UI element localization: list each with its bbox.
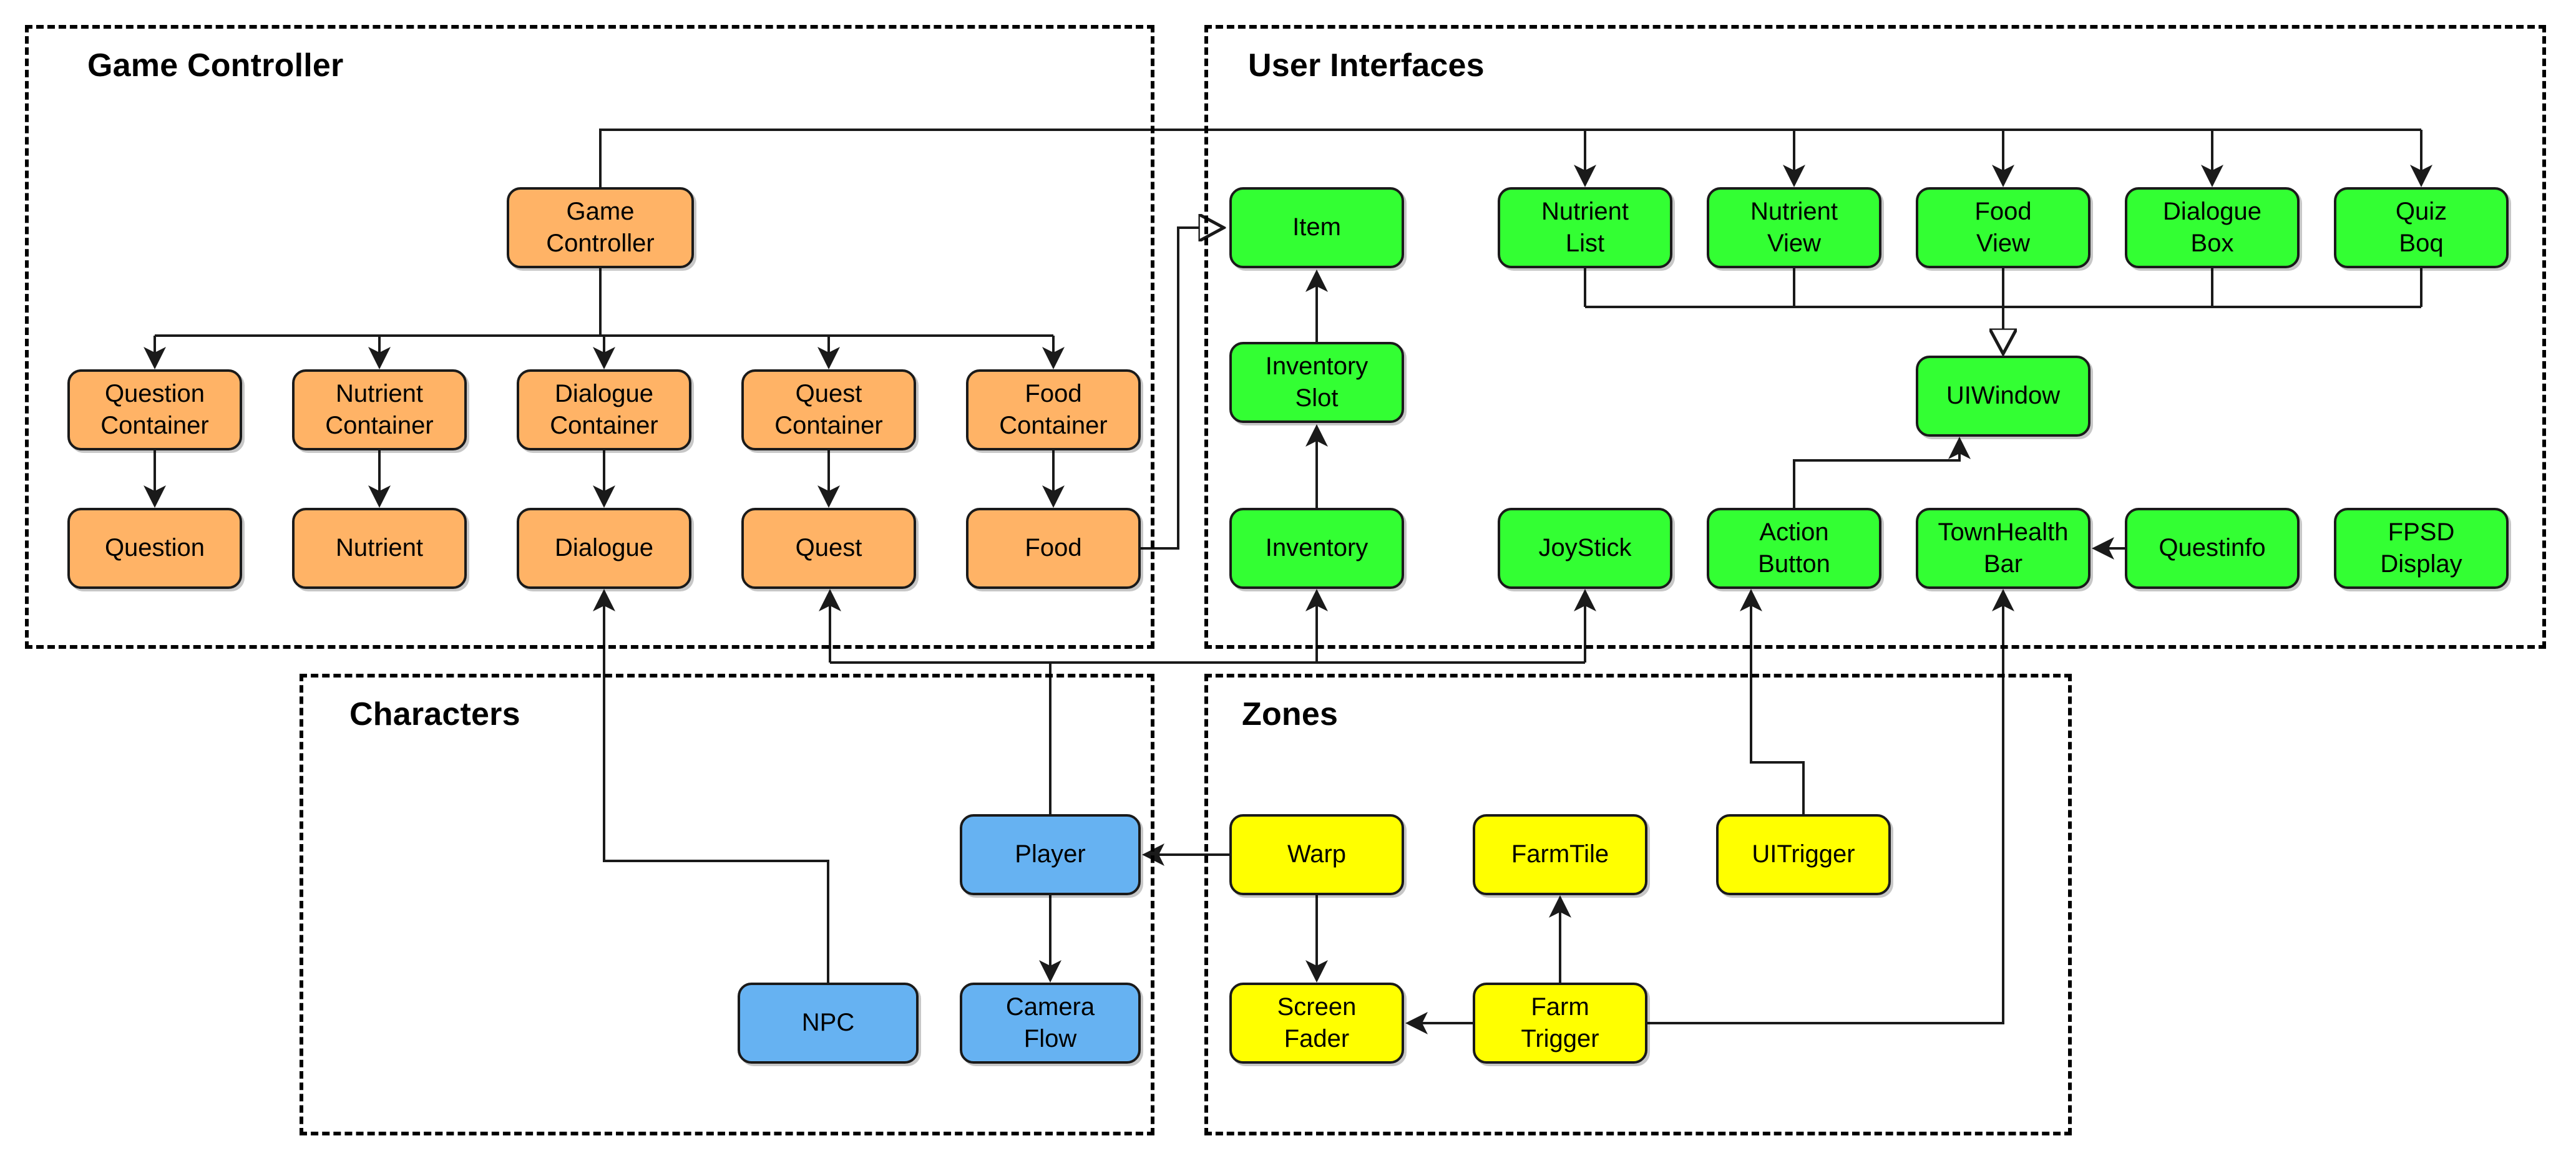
node-ui-trigger[interactable]: UITrigger [1716,814,1891,895]
node-town-health-bar[interactable]: TownHealth Bar [1916,508,2091,589]
group-characters [300,674,1154,1135]
node-food-view[interactable]: Food View [1916,187,2091,268]
node-nutrient-list[interactable]: Nutrient List [1498,187,1672,268]
node-nutrient-container[interactable]: Nutrient Container [292,369,467,450]
node-inventory[interactable]: Inventory [1229,508,1404,589]
node-quest[interactable]: Quest [741,508,916,589]
node-warp[interactable]: Warp [1229,814,1404,895]
node-joystick[interactable]: JoyStick [1498,508,1672,589]
node-food[interactable]: Food [966,508,1141,589]
node-questinfo[interactable]: Questinfo [2125,508,2300,589]
node-question[interactable]: Question [67,508,242,589]
node-dialogue-container[interactable]: Dialogue Container [517,369,691,450]
node-dialogue[interactable]: Dialogue [517,508,691,589]
node-npc[interactable]: NPC [738,983,919,1064]
node-game-controller[interactable]: Game Controller [507,187,694,268]
group-title-zones: Zones [1242,696,1339,732]
node-quiz-boq[interactable]: Quiz Boq [2334,187,2509,268]
group-zones [1204,674,2072,1135]
node-question-container[interactable]: Question Container [67,369,242,450]
node-dialogue-box[interactable]: Dialogue Box [2125,187,2300,268]
node-food-container[interactable]: Food Container [966,369,1141,450]
node-uiwindow[interactable]: UIWindow [1916,356,2091,437]
node-nutrient[interactable]: Nutrient [292,508,467,589]
group-title-characters: Characters [349,696,520,732]
node-camera-flow[interactable]: Camera Flow [960,983,1141,1064]
node-screen-fader[interactable]: Screen Fader [1229,983,1404,1064]
group-title-game-controller: Game Controller [87,47,344,84]
node-farm-trigger[interactable]: Farm Trigger [1473,983,1647,1064]
group-game-controller [25,25,1154,649]
node-action-button[interactable]: Action Button [1707,508,1881,589]
node-fpsd-display[interactable]: FPSD Display [2334,508,2509,589]
node-inventory-slot[interactable]: Inventory Slot [1229,342,1404,423]
node-farm-tile[interactable]: FarmTile [1473,814,1647,895]
node-item[interactable]: Item [1229,187,1404,268]
node-quest-container[interactable]: Quest Container [741,369,916,450]
node-player[interactable]: Player [960,814,1141,895]
group-user-interfaces [1204,25,2546,649]
node-nutrient-view[interactable]: Nutrient View [1707,187,1881,268]
group-title-user-interfaces: User Interfaces [1248,47,1485,84]
